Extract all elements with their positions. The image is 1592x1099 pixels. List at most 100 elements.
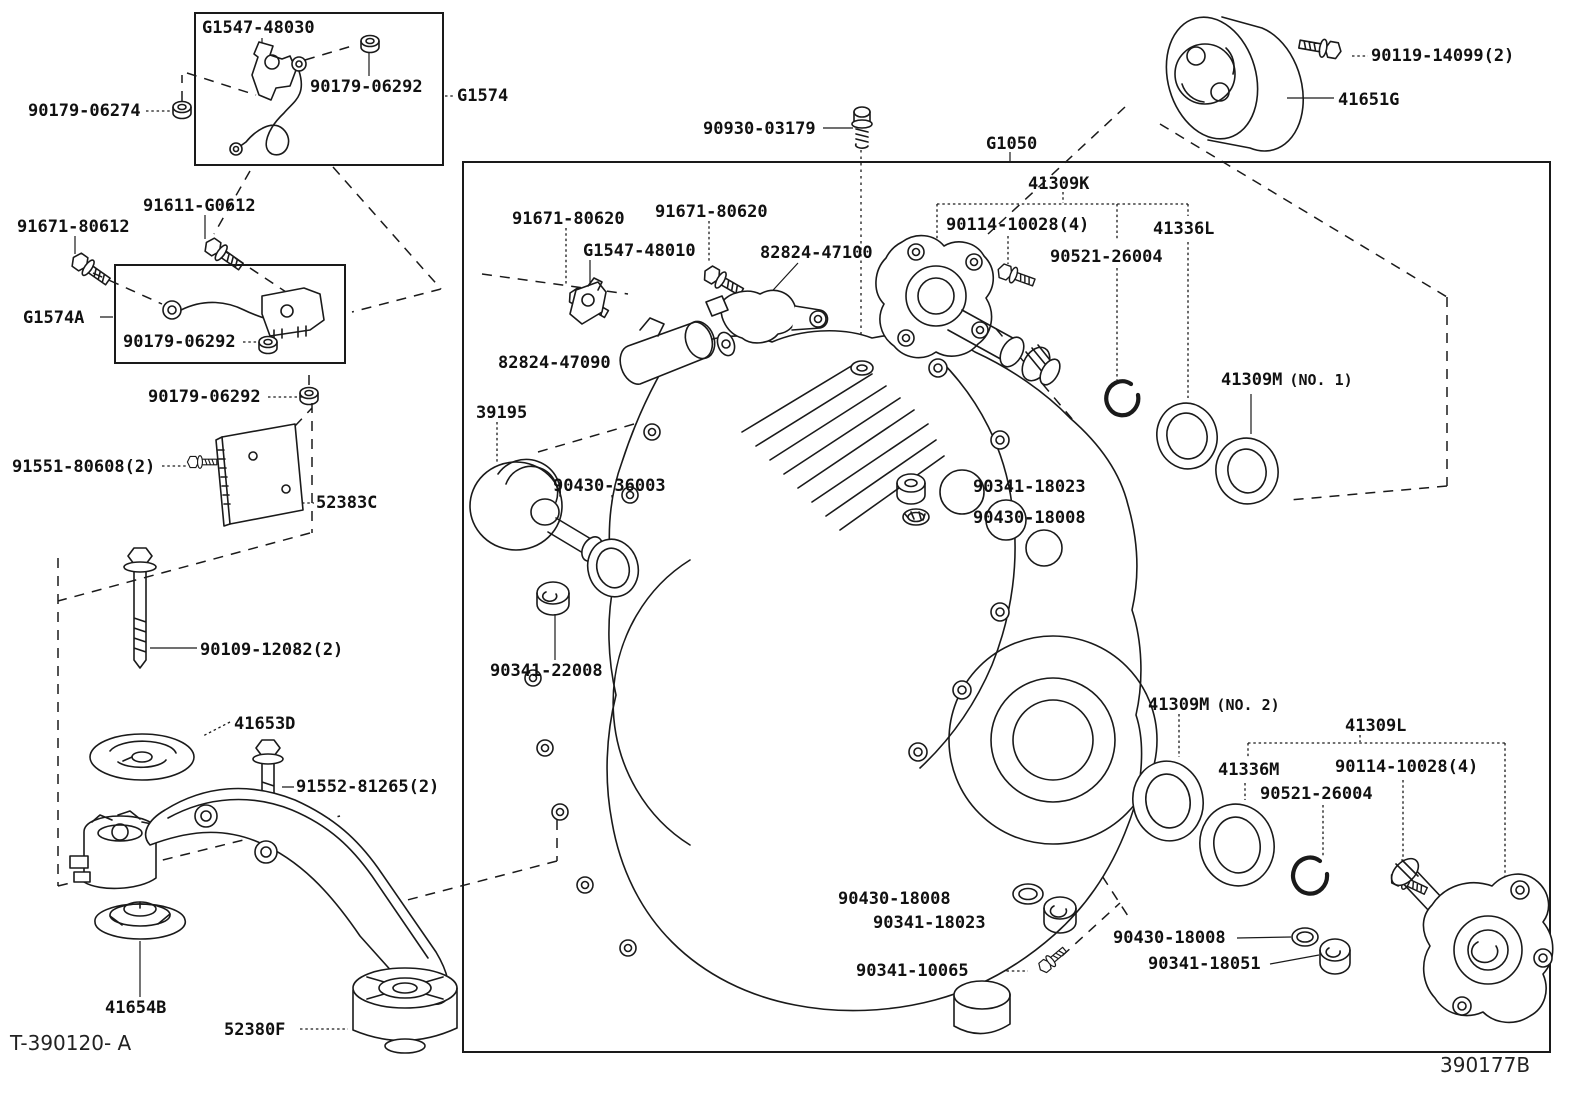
seal-41336m bbox=[1199, 803, 1275, 887]
callout-90341-18051: 90341-18051 bbox=[1148, 954, 1261, 974]
oring-inner bbox=[1018, 887, 1038, 901]
mount-insulator bbox=[83, 815, 157, 890]
housing-top-openings bbox=[850, 360, 1063, 567]
bolt-boss bbox=[536, 739, 554, 757]
plug-side bbox=[1043, 907, 1077, 934]
plug-top bbox=[1043, 896, 1077, 920]
cooler-fins bbox=[217, 449, 231, 505]
sensor-face bbox=[684, 320, 716, 360]
arm-inner-line bbox=[167, 798, 429, 959]
flange-ear-holes bbox=[897, 243, 989, 347]
callout-91671-80620-a: 91671-80620 bbox=[512, 209, 625, 229]
bracket-hole bbox=[280, 304, 294, 318]
callout-41651g: 41651G bbox=[1338, 90, 1399, 110]
bolt-boss bbox=[990, 430, 1010, 450]
filler-hole-inner bbox=[856, 364, 868, 372]
plug-mark bbox=[904, 478, 918, 488]
ear-hole-inner bbox=[901, 333, 911, 343]
bolt-boss bbox=[619, 939, 637, 957]
shaft bbox=[947, 309, 1021, 363]
damper-hole bbox=[1210, 82, 1230, 102]
ear-hole-inner bbox=[1515, 885, 1525, 895]
callout-41309k: 41309K bbox=[1028, 174, 1090, 194]
sensor-connector bbox=[639, 317, 665, 337]
sensor-tip-hole bbox=[721, 339, 731, 349]
damper-slots bbox=[1181, 47, 1235, 103]
breather-plug-90930 bbox=[851, 106, 873, 149]
bracket-hole bbox=[581, 293, 595, 307]
pulley-39195 bbox=[469, 461, 563, 551]
callout-90521-26004-a: 90521-26004 bbox=[1050, 247, 1163, 267]
ear-hole bbox=[1510, 880, 1530, 900]
arm-bolt-hole bbox=[254, 840, 278, 864]
output-flange-41309l bbox=[1390, 857, 1554, 1024]
flange-boss bbox=[1453, 915, 1523, 985]
axle-shaft-41309k-group bbox=[875, 234, 1279, 526]
ear-hole-inner bbox=[975, 325, 985, 335]
ring-terminal-2 bbox=[229, 142, 243, 156]
callout-41309m-no1-part: 41309M bbox=[1221, 370, 1282, 390]
nut-90179-06292 bbox=[258, 335, 278, 355]
bolt-boss-hole bbox=[555, 807, 565, 817]
transaxle-housing bbox=[524, 330, 1158, 1035]
wire-harness bbox=[238, 70, 303, 156]
oring-hatch bbox=[904, 511, 926, 521]
callout-91552-81265: 91552-81265(2) bbox=[296, 777, 439, 797]
bell-housing-bore bbox=[1012, 699, 1094, 781]
bolt-boss bbox=[928, 358, 948, 378]
callout-90341-18023-a: 90341-18023 bbox=[973, 477, 1086, 497]
ear-hole-inner bbox=[1538, 953, 1548, 963]
callout-41336l: 41336L bbox=[1153, 219, 1214, 239]
ear-hole bbox=[897, 329, 915, 347]
oring-inner bbox=[1296, 931, 1314, 943]
callout-g1574: G1574 bbox=[457, 86, 508, 106]
cooler-edge bbox=[215, 436, 231, 527]
housing-joint-line bbox=[919, 359, 1016, 769]
bolt-boss-hole bbox=[623, 943, 633, 953]
driven-pulley-group bbox=[469, 458, 640, 616]
plug-side bbox=[896, 482, 926, 505]
shift-opening bbox=[1025, 529, 1063, 567]
bolt-91552-flange bbox=[252, 753, 284, 765]
plug-threads bbox=[854, 128, 869, 149]
washer-tab bbox=[122, 756, 133, 762]
shift-opening bbox=[985, 499, 1027, 541]
bracket-hole bbox=[264, 54, 280, 70]
sensor-tip bbox=[716, 331, 736, 357]
bolt-stubs bbox=[273, 325, 307, 340]
arm-bolt-hole bbox=[194, 804, 218, 828]
pulley-hub bbox=[530, 498, 560, 526]
bolt-boss bbox=[952, 680, 972, 700]
callout-41336m: 41336M bbox=[1218, 760, 1279, 780]
insulator-side-tab bbox=[69, 855, 91, 883]
callout-90430-36003: 90430-36003 bbox=[553, 476, 666, 496]
nut-90179-06292 bbox=[360, 34, 380, 54]
callout-91671-80620-b: 91671-80620 bbox=[655, 202, 768, 222]
sensor-82824-47090 bbox=[619, 317, 736, 385]
bolt-91551-80608 bbox=[186, 455, 218, 469]
plug-90341-22008 bbox=[536, 581, 570, 616]
callout-90430-18008-c: 90430-18008 bbox=[1113, 928, 1226, 948]
flange-ear bbox=[809, 310, 827, 328]
damper-body bbox=[1207, 16, 1305, 152]
shaft-tip bbox=[1039, 358, 1061, 386]
bushing-hole bbox=[392, 982, 418, 994]
flange-boss-inner bbox=[917, 277, 955, 315]
bolt-boss bbox=[621, 486, 639, 504]
damper-face bbox=[1165, 16, 1259, 140]
bolt-90109-flange bbox=[123, 561, 157, 573]
ear-hole-inner bbox=[1457, 1001, 1467, 1011]
callout-90430-18008-a: 90430-18008 bbox=[973, 508, 1086, 528]
filler-hole bbox=[850, 360, 874, 376]
callout-90521-26004-b: 90521-26004 bbox=[1260, 784, 1373, 804]
ring-terminal-2-hole bbox=[232, 145, 240, 153]
dotted-leader-lines bbox=[146, 55, 1404, 1030]
seal-41309m-no1-inner bbox=[1227, 448, 1267, 494]
cushion-41654b bbox=[94, 903, 187, 940]
arm-bolt-hole-inner bbox=[260, 846, 272, 858]
ear-hole-inner bbox=[911, 247, 921, 257]
callout-labels: G1547-48030 90179-06292 G1574 90179-0627… bbox=[12, 18, 1514, 1040]
callout-90341-10065: 90341-10065 bbox=[856, 961, 969, 981]
bushing-mid bbox=[378, 977, 432, 999]
damper-inner bbox=[1174, 43, 1236, 105]
